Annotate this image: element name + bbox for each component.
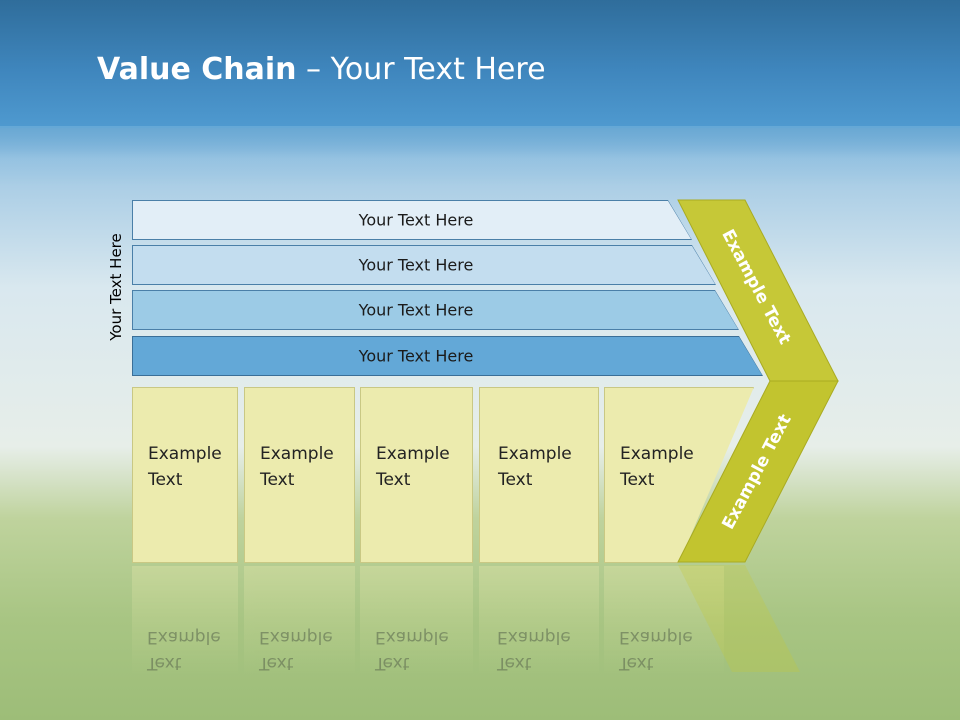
box-2-line2: Text <box>260 470 295 490</box>
box-1-line2: Text <box>148 470 183 490</box>
box-5-line2: Text <box>620 470 655 490</box>
bar-4-fill <box>133 337 762 375</box>
title-bold: Value Chain <box>97 52 297 87</box>
bar-1-fill <box>133 201 691 239</box>
box-4-line1: Example <box>498 444 572 464</box>
box-1-line1: Example <box>148 444 222 464</box>
box-3-line2: Text <box>376 470 411 490</box>
header-haze <box>0 126 960 186</box>
bar-3[interactable]: Your Text Here <box>132 290 739 330</box>
bar-1-label: Your Text Here <box>358 210 474 230</box>
bar-2-label: Your Text Here <box>358 255 474 275</box>
box-4-line2: Text <box>498 470 533 490</box>
bar-3-label: Your Text Here <box>358 300 474 320</box>
title-rest: – Your Text Here <box>296 52 546 87</box>
chevron-reflection <box>678 565 800 672</box>
bar-3-fill <box>133 291 738 329</box>
box-5-line1: Example <box>620 444 694 464</box>
bar-2-fill <box>133 246 715 284</box>
box-3-line1: Example <box>376 444 450 464</box>
bar-4[interactable]: Your Text Here <box>132 336 763 376</box>
bar-2[interactable]: Your Text Here <box>132 245 716 285</box>
header-band <box>0 0 960 128</box>
slide-title: Value Chain – Your Text Here <box>97 52 546 87</box>
box-2-line1: Example <box>260 444 334 464</box>
bar-1[interactable]: Your Text Here <box>132 200 692 240</box>
bar-4-label: Your Text Here <box>358 346 474 366</box>
chevron-lower <box>677 380 839 563</box>
